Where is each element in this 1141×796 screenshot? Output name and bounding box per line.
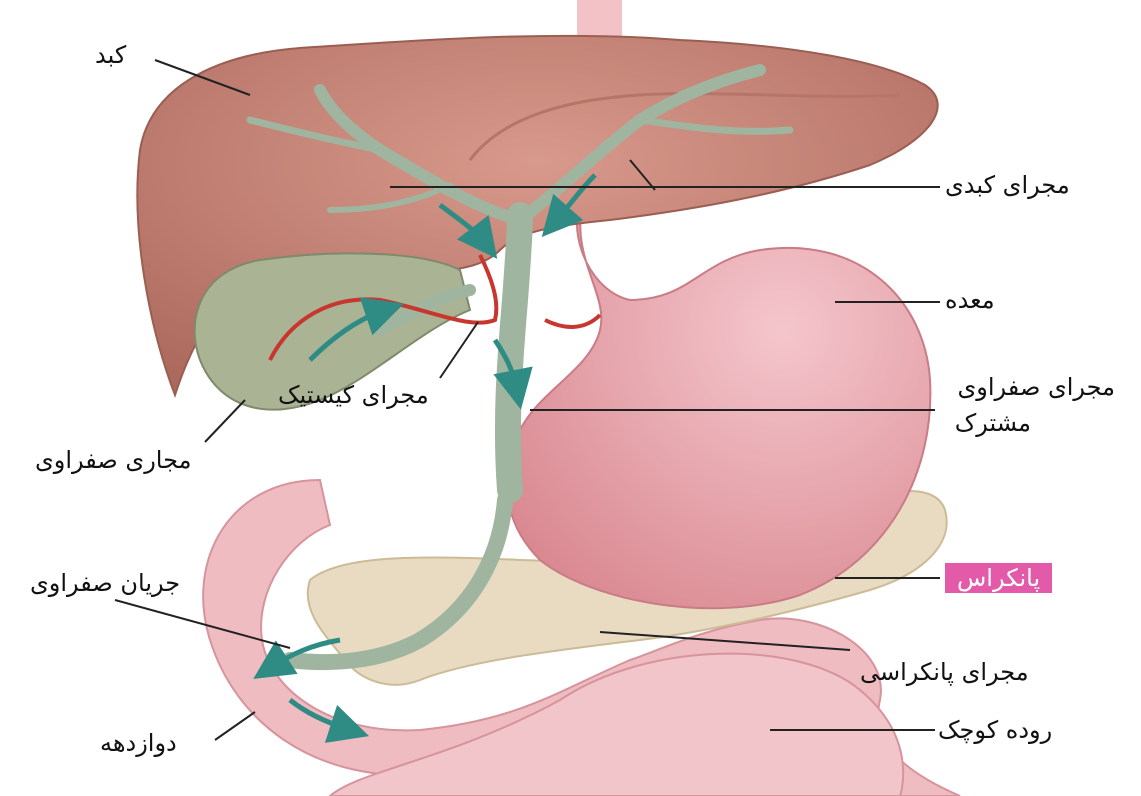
label-common-bile-duct-line1: مجرای صفراوی [935, 372, 1115, 403]
label-bile-flow: جریان صفراوی [30, 568, 180, 599]
label-stomach: معده [945, 285, 995, 316]
label-hepatic-duct: مجرای کبدی [945, 170, 1070, 201]
label-pancreatic-duct: مجرای پانکراسی [860, 657, 1029, 688]
stomach-shape [507, 180, 931, 608]
label-bile-ducts: مجاری صفراوی [35, 445, 191, 476]
leader-bile-ducts [205, 400, 245, 442]
leader-cystic-duct [440, 322, 478, 378]
label-liver: کبد [95, 40, 126, 71]
label-common-bile-duct-line2: مشترک [935, 408, 1031, 439]
esophagus [577, 0, 622, 40]
label-pancreas: پانکراس [945, 563, 1052, 593]
label-duodenum: دوازدهه [100, 728, 177, 759]
leader-duodenum [215, 712, 255, 740]
label-cystic-duct: مجرای کیستیک [278, 380, 429, 411]
label-small-intestine: روده کوچک [938, 715, 1052, 746]
